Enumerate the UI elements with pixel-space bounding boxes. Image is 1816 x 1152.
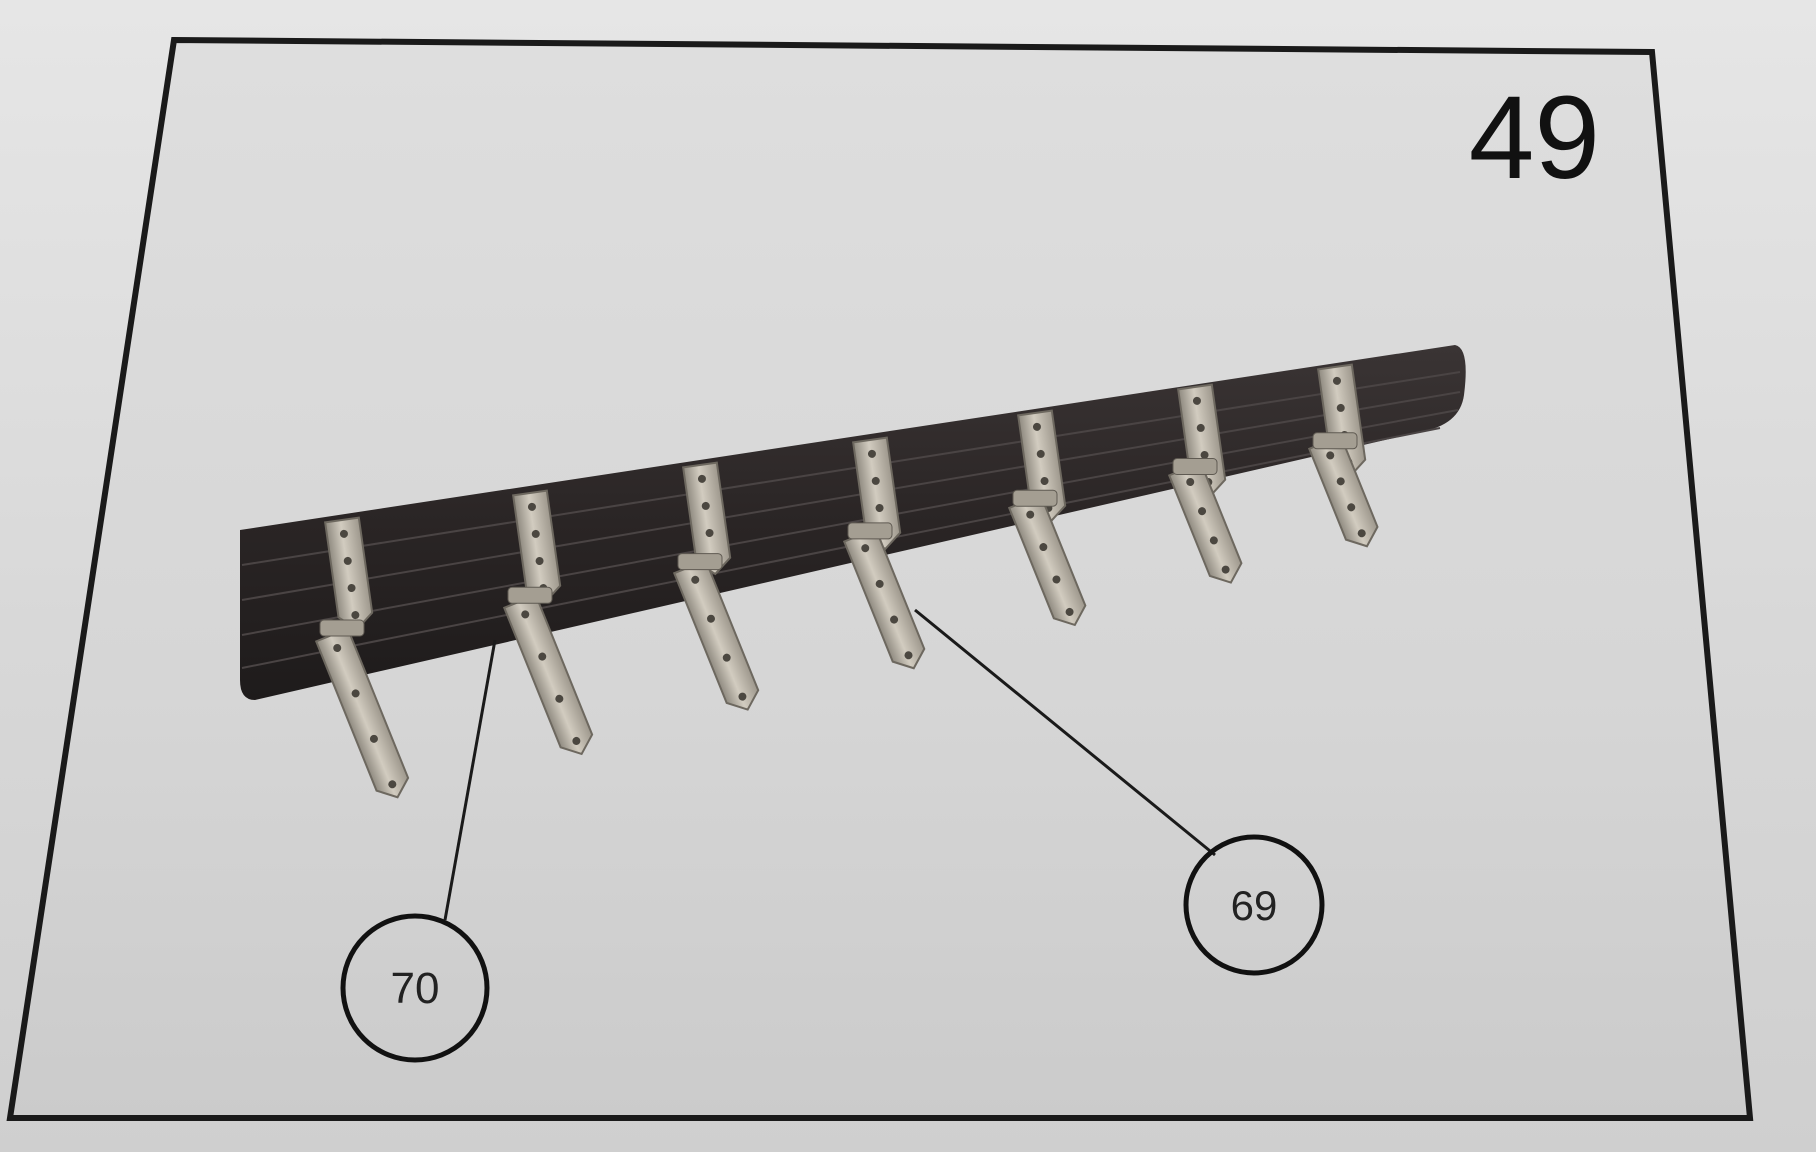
hinge-4 xyxy=(842,436,926,670)
nail-hole xyxy=(706,614,715,623)
nail-hole xyxy=(1332,376,1341,385)
nail-hole xyxy=(572,736,581,745)
nail-hole xyxy=(904,651,913,660)
nail-hole xyxy=(1192,396,1201,405)
hinge-knuckle xyxy=(1172,458,1218,475)
nail-hole xyxy=(1196,423,1205,432)
nail-hole xyxy=(697,474,706,483)
nail-hole xyxy=(351,689,360,698)
nail-hole xyxy=(1326,451,1335,460)
hinge-6 xyxy=(1167,383,1243,584)
nail-hole xyxy=(867,449,876,458)
nail-hole xyxy=(1357,529,1366,538)
nail-hole xyxy=(1198,507,1207,516)
leader-line-69 xyxy=(914,608,1216,857)
nail-hole xyxy=(1026,510,1035,519)
nail-hole xyxy=(388,780,397,789)
hinge-knuckle xyxy=(319,619,365,637)
nail-hole xyxy=(1065,607,1074,616)
hinge-2 xyxy=(502,489,594,756)
nail-hole xyxy=(333,643,342,652)
nail-hole xyxy=(1186,477,1195,486)
nail-hole xyxy=(890,615,899,624)
leader-line-70 xyxy=(443,639,497,921)
nail-hole xyxy=(1347,503,1356,512)
nail-hole xyxy=(1336,403,1345,412)
nail-hole xyxy=(1221,565,1230,574)
nail-hole xyxy=(369,734,378,743)
nail-hole xyxy=(531,529,540,538)
hinge-5 xyxy=(1007,409,1087,627)
hinge-knuckle xyxy=(507,586,553,604)
nail-hole xyxy=(701,501,710,510)
hinge-upper-strap xyxy=(852,436,902,551)
hinge-knuckle xyxy=(1312,432,1358,450)
callout-circle xyxy=(1183,834,1325,976)
hinge-knuckle xyxy=(847,522,893,540)
nail-hole xyxy=(1200,450,1209,459)
callout-69: 69 xyxy=(1183,834,1325,976)
hinge-7 xyxy=(1307,363,1379,548)
nail-hole xyxy=(1032,422,1041,431)
callout-label-70: 70 xyxy=(391,964,440,1013)
hinge-knuckle xyxy=(1012,489,1058,507)
nail-hole xyxy=(535,556,544,565)
nail-hole xyxy=(555,694,564,703)
nail-hole xyxy=(1040,476,1049,485)
callout-70: 70 xyxy=(340,913,490,1063)
nail-hole xyxy=(521,610,530,619)
nail-hole xyxy=(861,544,870,553)
nail-hole xyxy=(875,503,884,512)
nail-hole xyxy=(538,652,547,661)
step-number: 49 xyxy=(1469,72,1600,204)
nail-hole xyxy=(691,575,700,584)
nail-hole xyxy=(1052,575,1061,584)
nail-hole xyxy=(1209,536,1218,545)
nail-hole xyxy=(705,528,714,537)
nail-hole xyxy=(738,692,747,701)
hinge-straps xyxy=(314,363,1379,799)
hinge-1 xyxy=(314,516,410,799)
nail-hole xyxy=(347,583,356,592)
hinge-upper-strap xyxy=(324,516,374,631)
nail-hole xyxy=(875,579,884,588)
nail-hole xyxy=(339,529,348,538)
hinge-upper-strap xyxy=(682,461,732,576)
nail-hole xyxy=(722,653,731,662)
callout-label-69: 69 xyxy=(1231,882,1278,929)
callout-circle xyxy=(340,913,490,1063)
nail-hole xyxy=(343,556,352,565)
nail-hole xyxy=(1039,543,1048,552)
nail-hole xyxy=(871,476,880,485)
nail-hole xyxy=(1036,449,1045,458)
nail-hole xyxy=(1336,477,1345,486)
nail-hole xyxy=(527,502,536,511)
hinge-3 xyxy=(672,461,760,711)
hinge-knuckle xyxy=(677,553,723,571)
nail-hole xyxy=(351,611,360,620)
